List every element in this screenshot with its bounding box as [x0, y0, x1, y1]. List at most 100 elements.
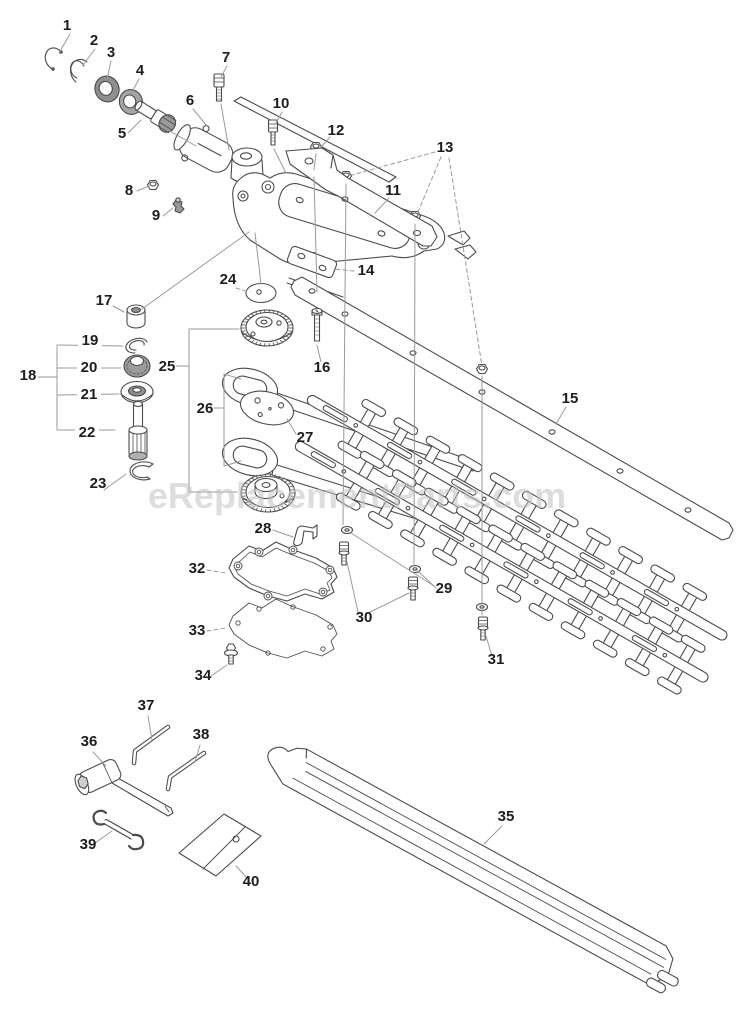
- callout-33: 33: [189, 622, 206, 639]
- cam-gear-lower-25: [240, 473, 296, 513]
- leader-line: [136, 185, 150, 192]
- callout-18: 18: [20, 367, 37, 384]
- leader-line: [220, 65, 228, 78]
- callout-26: 26: [197, 400, 214, 417]
- callout-16: 16: [314, 359, 331, 376]
- callout-23: 23: [90, 475, 107, 492]
- callout-7: 7: [222, 49, 230, 66]
- callout-22: 22: [79, 424, 96, 441]
- grease-fitting-9: [172, 197, 185, 214]
- flange-bolt-34: [223, 643, 239, 665]
- leader-line: [448, 157, 483, 367]
- screw-16: [311, 307, 323, 342]
- bolt-31: [477, 616, 489, 641]
- leader-line: [194, 744, 201, 763]
- callout-20: 20: [81, 359, 98, 376]
- leader-line: [130, 78, 140, 95]
- bolt-30a: [338, 541, 350, 566]
- hex-nut-8: [146, 179, 160, 191]
- callout-1: 1: [63, 17, 71, 34]
- watermark-text: eReplacementParts.com: [148, 475, 566, 516]
- callout-31: 31: [488, 651, 505, 668]
- callout-labels: 1234567891011121314151617181920212223242…: [20, 17, 579, 890]
- callout-32: 32: [189, 560, 206, 577]
- bearing-3: [94, 75, 120, 103]
- cover-plate-32: [228, 541, 338, 602]
- callout-13: 13: [437, 139, 454, 156]
- bolt-10: [267, 119, 279, 146]
- open-end-wrench-39: [92, 809, 145, 851]
- leader-line: [555, 406, 567, 425]
- leader-line: [286, 418, 297, 435]
- support-bracket-11: [285, 147, 438, 247]
- callout-24: 24: [220, 271, 237, 288]
- assembly-center-lines: [141, 103, 483, 616]
- callout-12: 12: [328, 122, 345, 139]
- leader-line: [374, 197, 390, 214]
- callout-35: 35: [498, 808, 515, 825]
- leader-line: [192, 108, 208, 127]
- callout-10: 10: [273, 95, 290, 112]
- callout-17: 17: [96, 292, 113, 309]
- t-wrench-36: [74, 759, 174, 817]
- leader-line: [206, 569, 227, 574]
- eccentric-plate-27: [239, 390, 295, 426]
- guide-bar-15: [290, 276, 734, 541]
- leader-line: [235, 287, 250, 293]
- leader-line: [147, 715, 153, 741]
- callout-36: 36: [81, 733, 98, 750]
- bearing-21: [120, 380, 154, 404]
- callout-5: 5: [118, 125, 126, 142]
- leader-line: [483, 825, 503, 845]
- leader-line: [112, 305, 125, 313]
- leader-line: [367, 592, 410, 614]
- leader-line: [58, 33, 71, 54]
- gasket-33: [228, 598, 338, 659]
- bolt-30b: [407, 576, 419, 601]
- callout-11: 11: [385, 182, 401, 199]
- leader-line: [162, 207, 174, 217]
- callout-19: 19: [82, 332, 99, 349]
- lower-cutter-blade: [294, 440, 709, 695]
- callout-28: 28: [255, 520, 272, 537]
- leader-line: [106, 60, 112, 80]
- leader-line: [92, 751, 107, 767]
- hex-key-38: [165, 750, 207, 792]
- leader-line: [127, 119, 142, 134]
- blade-cover-35: [267, 746, 679, 994]
- leader-line: [320, 136, 331, 148]
- leader-line: [272, 529, 294, 538]
- leader-line: [275, 111, 283, 124]
- callout-21: 21: [81, 386, 98, 403]
- ball-bearing-20: [123, 354, 151, 378]
- clip-28: [293, 524, 318, 547]
- callout-14: 14: [358, 262, 375, 279]
- callout-39: 39: [80, 836, 97, 853]
- leader-line: [206, 627, 227, 632]
- callout-8: 8: [125, 182, 133, 199]
- leader-line: [103, 473, 127, 491]
- callout-6: 6: [186, 92, 194, 109]
- callout-25: 25: [159, 358, 176, 375]
- leader-line: [210, 664, 228, 677]
- leader-line: [333, 268, 355, 272]
- leader-line: [82, 48, 96, 66]
- leader-line: [346, 561, 359, 613]
- callout-3: 3: [107, 44, 115, 61]
- callout-27: 27: [297, 429, 314, 446]
- hex-key-37: [131, 724, 171, 766]
- callout-37: 37: [138, 697, 155, 714]
- upper-cutter-blade: [306, 394, 728, 643]
- callout-38: 38: [193, 726, 210, 743]
- retaining-ring-2: [70, 58, 88, 83]
- washer-29a: [340, 525, 354, 535]
- hex-nut-13c: [475, 363, 489, 375]
- callout-15: 15: [562, 390, 579, 407]
- bolt-7: [213, 73, 225, 102]
- leader-line: [235, 865, 249, 880]
- leader-line: [417, 156, 442, 213]
- callout-29: 29: [436, 580, 453, 597]
- gear-housing: [173, 96, 477, 266]
- callout-2: 2: [90, 32, 98, 49]
